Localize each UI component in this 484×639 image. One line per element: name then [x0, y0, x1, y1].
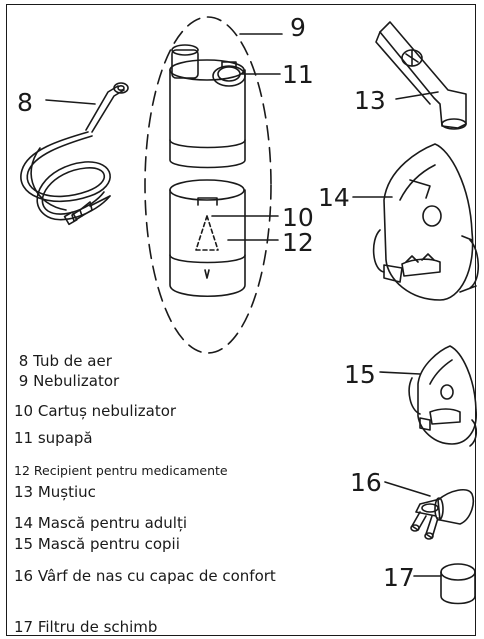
callout-17: 17 [383, 565, 415, 590]
child-mask-drawing [380, 346, 476, 446]
callout-13: 13 [354, 88, 386, 113]
legend-item-9: 9 Nebulizator [14, 374, 119, 389]
filter-drawing [414, 564, 475, 604]
legend-item-11: 11 supapă [14, 431, 93, 446]
legend-item-17: 17 Filtru de schimb [14, 620, 157, 635]
legend-item-13: 13 Muștiuc [14, 485, 96, 500]
legend-item-14: 14 Mască pentru adulți [14, 516, 187, 531]
adult-mask-drawing [353, 144, 478, 300]
leader-16 [385, 482, 430, 496]
callout-12: 12 [282, 230, 314, 255]
callout-15: 15 [344, 362, 376, 387]
callout-11: 11 [282, 62, 314, 87]
mouthpiece-drawing [376, 22, 466, 129]
legend-item-8: 8 Tub de aer [14, 354, 112, 369]
legend-item-16: 16 Vârf de nas cu capac de confort [14, 569, 276, 584]
callout-10: 10 [282, 205, 314, 230]
nose-tip-drawing [385, 482, 473, 539]
medication-cup-drawing [170, 180, 278, 296]
callout-16: 16 [350, 470, 382, 495]
leader-8 [46, 100, 95, 104]
legend-item-12: 12 Recipient pentru medicamente [14, 465, 228, 478]
nebulizer-dashed-outline [145, 17, 271, 353]
callout-9: 9 [290, 15, 306, 40]
callout-14: 14 [318, 185, 350, 210]
legend-item-15: 15 Mască pentru copii [14, 537, 180, 552]
leader-15 [380, 372, 420, 374]
callout-8: 8 [17, 90, 33, 115]
legend-item-10: 10 Cartuș nebulizator [14, 404, 176, 419]
air-tube-drawing [21, 83, 128, 224]
